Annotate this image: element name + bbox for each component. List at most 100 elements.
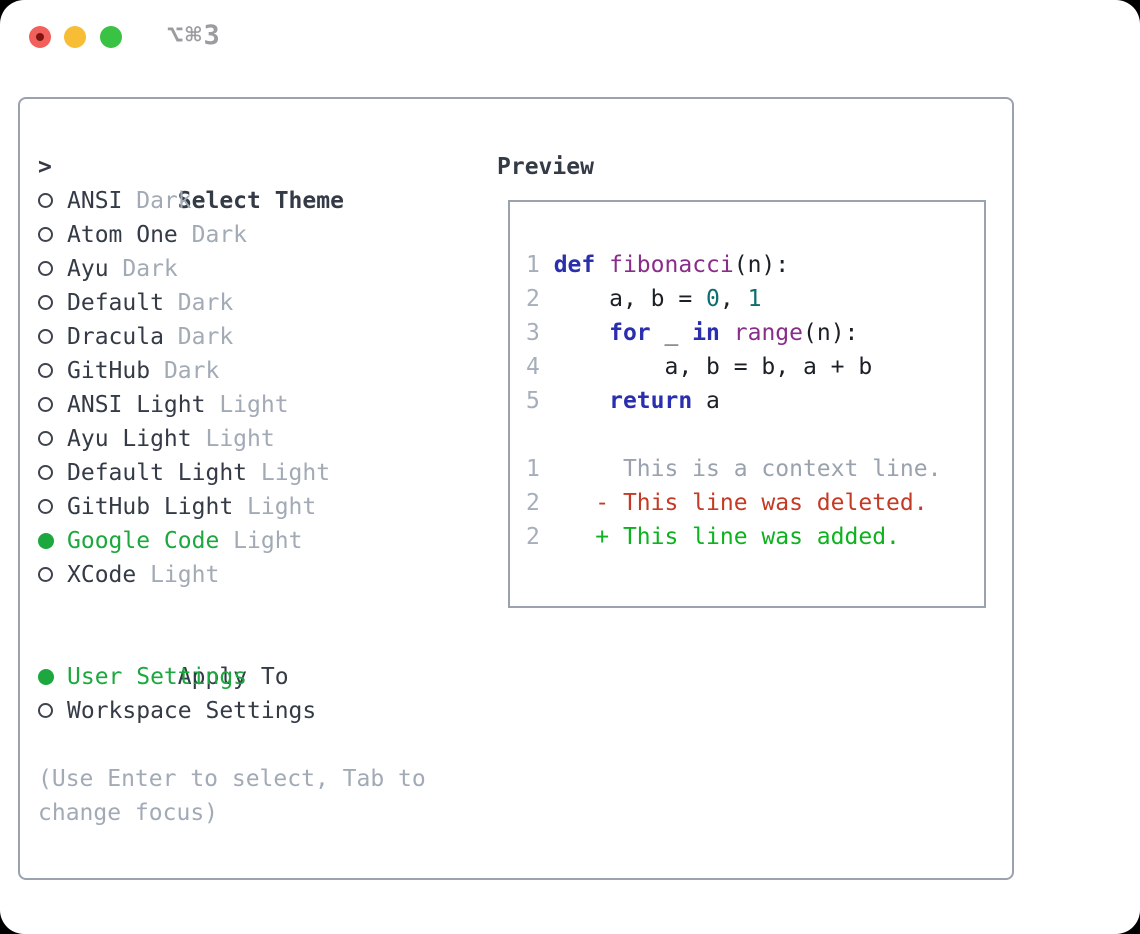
code-token: 4 xyxy=(526,354,554,380)
theme-name: Dracula xyxy=(67,324,164,350)
theme-variant: Dark xyxy=(150,358,220,384)
spacer xyxy=(20,592,490,626)
code-line xyxy=(526,418,941,452)
code-token: 0 xyxy=(706,286,720,312)
theme-name: ANSI Light xyxy=(67,392,206,418)
theme-item-default[interactable]: Default Dark xyxy=(20,286,490,320)
radio-icon xyxy=(38,261,53,276)
preview-label: Preview xyxy=(497,154,594,180)
radio-icon xyxy=(38,193,53,208)
close-dot-icon xyxy=(36,33,44,41)
code-line: 1 def fibonacci(n): xyxy=(526,248,941,282)
zoom-button[interactable] xyxy=(100,26,122,48)
apply-option-label: Workspace Settings xyxy=(67,698,317,724)
code-token: This is a context line. xyxy=(553,456,942,482)
theme-item-dracula[interactable]: Dracula Dark xyxy=(20,320,490,354)
caret-icon: > xyxy=(38,154,52,180)
code-token: in xyxy=(692,320,720,346)
theme-variant: Light xyxy=(233,494,317,520)
theme-item-xcode[interactable]: XCode Light xyxy=(20,558,490,592)
theme-variant: Dark xyxy=(108,256,178,282)
theme-variant: Dark xyxy=(163,324,234,350)
theme-item-github[interactable]: GitHub Dark xyxy=(20,354,490,388)
radio-icon xyxy=(38,703,53,718)
code-line: 4 a, b = b, a + b xyxy=(526,350,941,384)
code-token: fibonacci xyxy=(609,252,734,278)
code-line: 2 - This line was deleted. xyxy=(526,486,941,520)
theme-item-github-light[interactable]: GitHub Light Light xyxy=(20,490,490,524)
theme-variant: Light xyxy=(191,426,275,452)
theme-variant: Light xyxy=(136,562,220,588)
radio-icon xyxy=(38,499,53,514)
theme-name: Google Code xyxy=(67,528,220,554)
theme-item-atom-one[interactable]: Atom One Dark xyxy=(20,218,490,252)
radio-icon xyxy=(38,397,53,412)
radio-selected-icon xyxy=(38,669,54,685)
theme-variant: Dark xyxy=(177,222,248,248)
code-line: 2 a, b = 0, 1 xyxy=(526,282,941,316)
apply-option-label: User Settings xyxy=(67,664,248,690)
apply-to-header: Apply To xyxy=(20,626,490,690)
hint-line-2: change focus) xyxy=(38,800,219,826)
code-token: 1 xyxy=(747,286,762,312)
code-token: a xyxy=(692,388,720,414)
radio-icon xyxy=(38,567,53,582)
radio-icon xyxy=(38,363,53,378)
code-token xyxy=(554,320,609,346)
theme-name: Ayu xyxy=(67,256,109,282)
apply-to-label: Apply To xyxy=(177,664,289,690)
window-title: ⌥⌘3 xyxy=(167,20,222,51)
code-token: 5 xyxy=(526,388,554,414)
code-token: a, b = xyxy=(553,286,707,312)
code-token xyxy=(595,252,609,278)
code-token xyxy=(720,320,734,346)
code-token: return xyxy=(609,388,693,414)
code-line: 5 return a xyxy=(526,384,941,418)
code-token: 3 xyxy=(526,320,554,346)
code-token: _ xyxy=(650,320,693,346)
minimize-button[interactable] xyxy=(64,26,86,48)
radio-icon xyxy=(38,431,53,446)
code-token: - This line was deleted. xyxy=(553,490,928,516)
theme-name: GitHub xyxy=(67,358,151,384)
radio-icon xyxy=(38,227,53,242)
theme-variant: Light xyxy=(219,528,303,554)
theme-item-google-code[interactable]: Google Code Light xyxy=(20,524,490,558)
close-button[interactable] xyxy=(29,26,51,48)
theme-name: XCode xyxy=(67,562,137,588)
code-token: range xyxy=(733,320,803,346)
spacer xyxy=(20,728,490,762)
theme-item-ansi[interactable]: ANSI Dark xyxy=(20,184,490,218)
theme-item-ayu[interactable]: Ayu Dark xyxy=(20,252,490,286)
code-token: for xyxy=(609,320,651,346)
theme-name: ANSI xyxy=(67,188,123,214)
theme-variant: Light xyxy=(247,460,331,486)
titlebar: ⌥⌘3 xyxy=(0,0,1140,74)
code-token xyxy=(554,388,609,414)
apply-option-user-settings[interactable]: User Settings xyxy=(20,660,490,694)
code-token: 2 xyxy=(526,490,554,516)
code-line: 1 This is a context line. xyxy=(526,452,941,486)
hint-line-1: (Use Enter to select, Tab to xyxy=(38,766,426,792)
code-token: (n): xyxy=(733,252,790,278)
theme-item-ansi-light[interactable]: ANSI Light Light xyxy=(20,388,490,422)
theme-name: Ayu Light xyxy=(67,426,192,452)
select-theme-label: Select Theme xyxy=(177,188,344,214)
select-theme-header: > Select Theme xyxy=(20,150,490,214)
code-token: def xyxy=(553,252,596,278)
theme-item-default-light[interactable]: Default Light Light xyxy=(20,456,490,490)
code-token: 1 xyxy=(526,456,554,482)
theme-name: GitHub Light xyxy=(67,494,234,520)
code-line: 2 + This line was added. xyxy=(526,520,941,554)
code-token: + This line was added. xyxy=(553,524,900,550)
theme-item-ayu-light[interactable]: Ayu Light Light xyxy=(20,422,490,456)
apply-option-workspace-settings[interactable]: Workspace Settings xyxy=(20,694,490,728)
code-token: a, b = b, a + b xyxy=(553,354,873,380)
theme-variant: Light xyxy=(205,392,289,418)
